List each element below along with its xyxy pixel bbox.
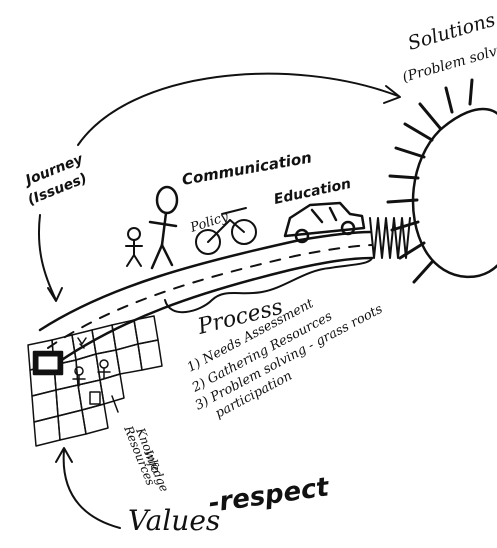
small-person-icon — [126, 228, 142, 266]
road-scribble — [370, 218, 410, 258]
values-label: Values — [128, 504, 220, 537]
policy-label: Policy — [188, 209, 231, 236]
journey-to-solutions-arrow — [78, 74, 398, 145]
large-person-icon — [150, 187, 177, 268]
solutions-circle — [413, 109, 497, 277]
respect-label: -respect — [207, 472, 332, 519]
arrow-head-2 — [48, 288, 62, 301]
dark-box-inner — [38, 356, 58, 370]
communication-label: Communication — [181, 148, 314, 189]
resources-pointer — [112, 396, 118, 412]
solutions-rays — [388, 80, 472, 282]
resource-tiles — [28, 316, 162, 446]
